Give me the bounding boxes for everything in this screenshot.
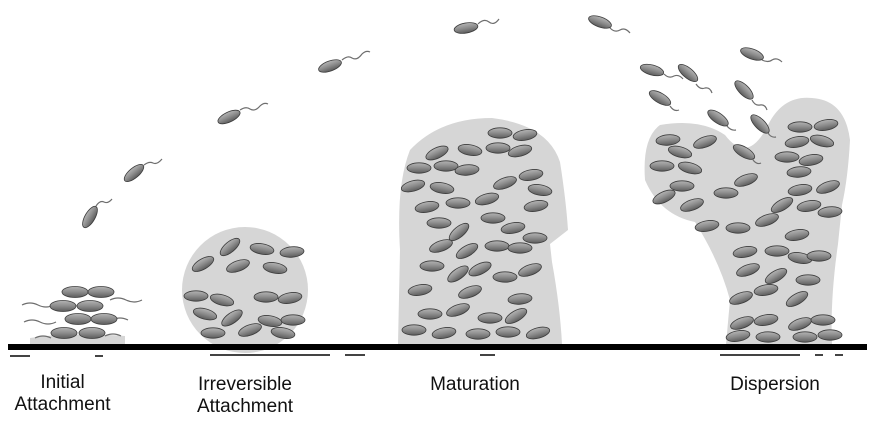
dispersion-cell-7 xyxy=(650,161,674,171)
maturation-cell-3 xyxy=(486,143,510,153)
maturation-cell-23 xyxy=(523,233,547,243)
initial-flagellum-3 xyxy=(24,320,56,324)
stage-label-dispersion: Dispersion xyxy=(700,374,850,396)
initial-flagellum-1 xyxy=(22,303,54,307)
stage-label-initial-line2: Attachment xyxy=(0,394,125,416)
planktonic-cell-4 xyxy=(317,57,343,75)
planktonic-cell-6 xyxy=(587,13,613,31)
maturation-cell-40 xyxy=(402,325,426,335)
flagellum-3 xyxy=(240,103,268,110)
irreversible-cell-7 xyxy=(184,291,208,301)
flagellum-9 xyxy=(670,106,679,111)
stage-label-irreversible-line2: Attachment xyxy=(170,396,320,418)
dispersion-cell-28 xyxy=(765,246,789,256)
maturation-cell-20 xyxy=(481,213,505,223)
dispersion-cell-13 xyxy=(670,181,694,191)
planktonic-cell-14 xyxy=(748,112,772,136)
planktonic-cell-10 xyxy=(739,45,765,63)
flagellum-4 xyxy=(342,51,370,60)
dispersion-cell-44 xyxy=(818,330,842,340)
stage-label-maturation: Maturation xyxy=(400,374,550,396)
stage-label-irreversible: Irreversible Attachment xyxy=(170,374,320,418)
planktonic-cell-9 xyxy=(647,88,673,109)
irreversible-cell-14 xyxy=(281,315,305,325)
maturation-cell-28 xyxy=(420,261,444,271)
flagellum-10 xyxy=(762,59,782,62)
maturation-cell-1 xyxy=(488,128,512,138)
maturation-cell-38 xyxy=(478,313,502,323)
flagellum-6 xyxy=(610,28,630,33)
maturation-cell-31 xyxy=(493,272,517,282)
dispersion-cell-10 xyxy=(775,152,799,162)
flagellum-8 xyxy=(696,84,712,93)
surface-shadow-marks xyxy=(10,354,843,357)
irreversible-cell-15 xyxy=(201,328,225,338)
maturation-cell-7 xyxy=(407,163,431,173)
maturation-cell-26 xyxy=(485,241,509,251)
initial-cell-6 xyxy=(91,314,117,325)
dispersion-cell-42 xyxy=(756,332,780,342)
maturation-cell-16 xyxy=(446,198,470,208)
stage-label-dispersion-line1: Dispersion xyxy=(700,374,850,396)
planktonic-cell-3 xyxy=(216,107,242,126)
flagellum-11 xyxy=(752,100,767,110)
maturation-cell-27 xyxy=(508,243,532,253)
stage-label-initial: Initial Attachment xyxy=(0,372,125,416)
dispersion-cell-33 xyxy=(796,275,820,285)
initial-cell-7 xyxy=(51,328,77,339)
planktonic-cell-1 xyxy=(80,204,101,230)
stage-label-irreversible-line1: Irreversible xyxy=(170,374,320,396)
planktonic-cell-11 xyxy=(732,78,756,102)
flagellum-12 xyxy=(727,126,736,130)
planktonic-cell-8 xyxy=(676,61,701,84)
flagellum-2 xyxy=(144,159,162,165)
maturation-cell-19 xyxy=(427,218,451,228)
dispersion-cell-16 xyxy=(714,188,738,198)
surface-line xyxy=(8,344,867,350)
maturation-cell-42 xyxy=(466,329,490,339)
dispersion-cell-24 xyxy=(726,223,750,233)
stage-label-initial-line1: Initial xyxy=(0,372,125,394)
initial-cell-1 xyxy=(62,287,88,298)
dispersion-cell-43 xyxy=(793,332,817,342)
planktonic-cell-5 xyxy=(453,21,478,35)
dispersion-cell-30 xyxy=(807,251,831,261)
initial-cell-4 xyxy=(77,301,103,312)
planktonic-cell-7 xyxy=(639,62,665,78)
dispersion-cell-1 xyxy=(788,122,812,132)
maturation-cell-43 xyxy=(496,327,520,337)
initial-cell-2 xyxy=(88,287,114,298)
flagellum-1 xyxy=(96,199,112,206)
initial-cell-5 xyxy=(65,314,91,325)
dispersion-cell-40 xyxy=(811,315,835,325)
maturation-cell-8 xyxy=(434,161,458,171)
planktonic-cell-12 xyxy=(705,107,730,129)
irreversible-cell-9 xyxy=(254,292,278,302)
flagellum-7 xyxy=(664,74,683,79)
initial-cell-8 xyxy=(79,328,105,339)
planktonic-cell-2 xyxy=(122,161,147,184)
flagellum-5 xyxy=(478,19,499,24)
maturation-cell-36 xyxy=(418,309,442,319)
initial-flagellum-2 xyxy=(110,298,142,302)
stage-label-maturation-line1: Maturation xyxy=(400,374,550,396)
matrix-dispersion xyxy=(645,98,850,344)
initial-cell-3 xyxy=(50,301,76,312)
